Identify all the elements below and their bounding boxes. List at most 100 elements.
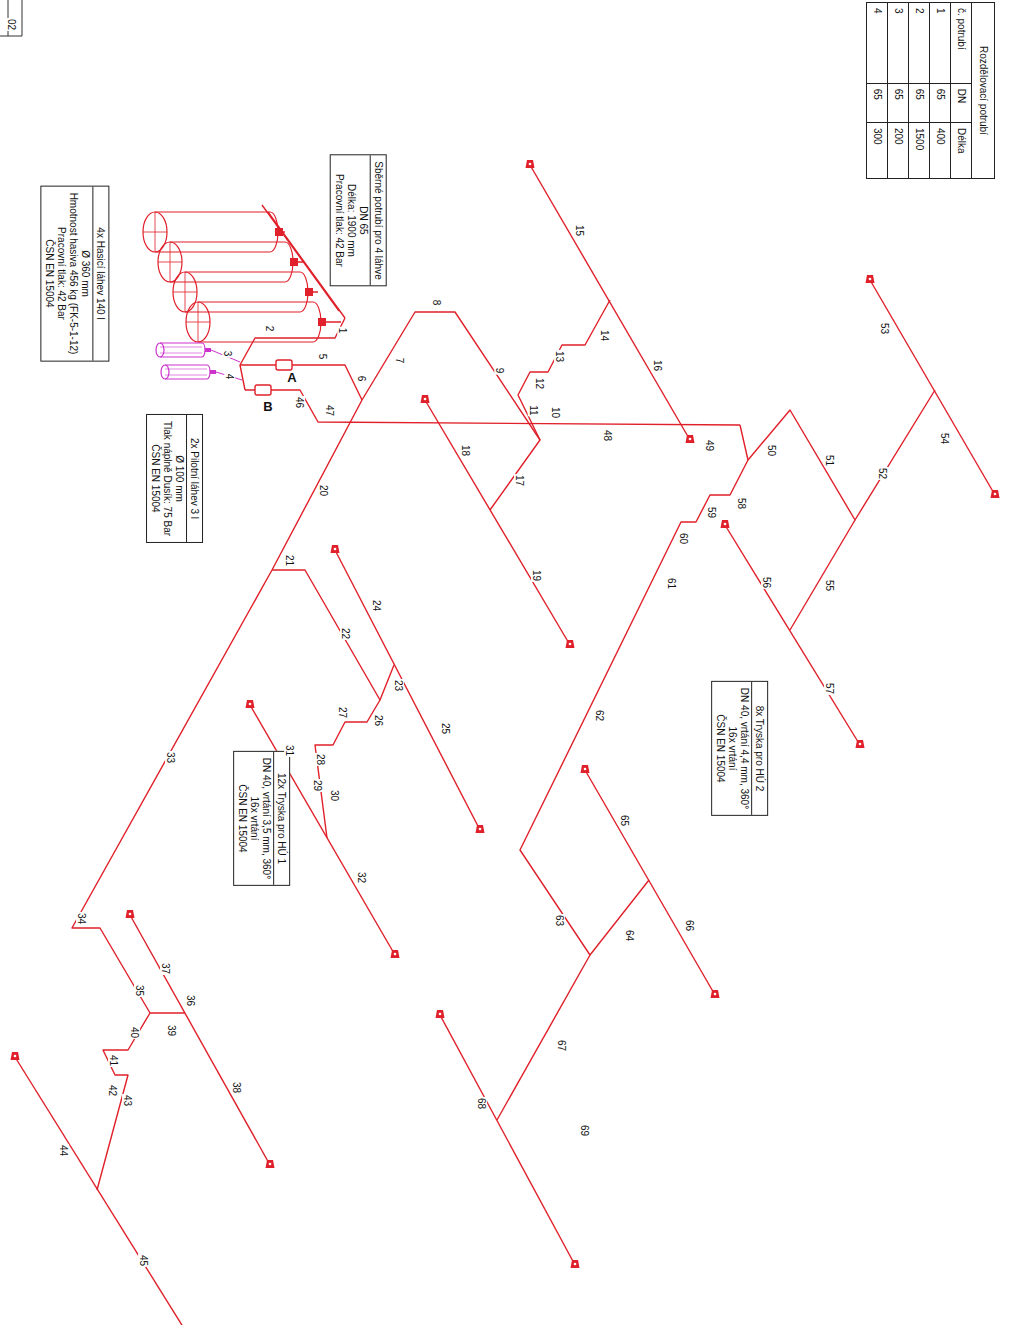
pipe-number: 50 — [767, 443, 778, 456]
pipe-number: 1 — [338, 326, 349, 334]
valve-label: B — [262, 400, 273, 414]
box-heading: 2x Pilotní láhev 3 l — [187, 414, 201, 541]
box-heading: Sběrné potrubí pro 4 láhve — [369, 155, 383, 285]
table-cell-text: 4 — [872, 8, 883, 14]
box-text: DN 40, vrtání 3,5 mm, 360° — [261, 757, 273, 878]
table-cell: 300 — [867, 122, 888, 178]
table-cell-text: 1 — [935, 8, 946, 14]
pilot-cylinders — [156, 343, 242, 380]
box-heading: 8x Tryska pro HÚ 2 — [752, 681, 766, 814]
box-heading: Rozdělovací potrubí — [971, 3, 994, 178]
table-cell: DN — [950, 83, 971, 122]
box-text: Tlak náplně Dusík: 75 Bar — [162, 420, 174, 535]
table-cell: 1500 — [908, 122, 929, 178]
table-cell: Délka — [950, 122, 971, 178]
pipe-number: 3 — [223, 349, 234, 357]
table-cell-text: 65 — [935, 88, 946, 99]
pipe-number: 40 — [130, 1025, 141, 1038]
pipe-number: 65 — [620, 813, 631, 826]
pipe-number: 30 — [330, 788, 341, 801]
pipe-number: 57 — [825, 681, 836, 694]
pipe-number: 26 — [374, 713, 385, 726]
box-text: ČSN EN 15004 — [237, 757, 249, 878]
table-cell: 65 — [867, 83, 888, 122]
table-cell-text: 65 — [914, 88, 925, 99]
spec-box: 4x Hasicí láhev 140 lØ 360 mmHmotnost ha… — [41, 185, 110, 361]
spec-box: 12x Tryska pro HÚ 1DN 40, vrtání 3,5 mm,… — [234, 750, 291, 885]
pipe-number: 19 — [532, 568, 543, 581]
table-cell: 1 — [929, 3, 950, 83]
pipe-number: 53 — [880, 321, 891, 334]
table-row: 1 65 400 — [929, 3, 950, 178]
spec-box: Sběrné potrubí pro 4 láhveDN 65Délka: 19… — [329, 154, 386, 286]
table-cell: 65 — [908, 83, 929, 122]
pipe-number: 18 — [461, 443, 472, 456]
pipe-number: 31 — [285, 743, 296, 756]
pipe-number: 14 — [600, 328, 611, 341]
table-cell: 3 — [887, 3, 908, 83]
table-cell-text: 3 — [893, 8, 904, 14]
pipe-number: 20 — [319, 483, 330, 496]
box-text: DN 40, vrtání 4,4 mm, 360° — [739, 687, 751, 808]
table-cell-text: 65 — [872, 88, 883, 99]
pipe-number: 56 — [762, 575, 773, 588]
box-text: Ø 100 mm — [174, 420, 186, 535]
box-text: Ø 360 mm — [80, 192, 92, 354]
cylinders — [143, 212, 326, 342]
pipe-number: 47 — [325, 403, 336, 416]
pipe-number: 44 — [59, 1143, 70, 1156]
pipe-number: 27 — [338, 705, 349, 718]
table-cell-text: 65 — [893, 88, 904, 99]
table-cell-text: 200 — [893, 127, 904, 144]
pipe-number: 54 — [940, 431, 951, 444]
pipes — [15, 165, 995, 1325]
pipe-number: 68 — [477, 1096, 488, 1109]
pipe-number: 5 — [318, 352, 329, 360]
nozzles — [11, 160, 1000, 1268]
table-cell-text: 1500 — [914, 127, 925, 149]
pipe-number: 17 — [515, 473, 526, 486]
pipe-number: 24 — [372, 598, 383, 611]
pipe-number: 55 — [825, 578, 836, 591]
box-text: Hmotnost hasiva 456 kg (FK-5-1-12) — [68, 192, 80, 354]
pipe-number: 67 — [557, 1038, 568, 1051]
pipe-number: 2 — [265, 324, 276, 332]
pipe-number: 29 — [313, 778, 324, 791]
pipe-number: 59 — [707, 505, 718, 518]
pipe-number: 12 — [535, 376, 546, 389]
box-text: ČSN EN 15004 — [150, 420, 162, 535]
pipe-number: 60 — [679, 531, 690, 544]
pipe-number: 25 — [441, 721, 452, 734]
table-cell: 2 — [908, 3, 929, 83]
box-text: DN 65 — [356, 161, 368, 279]
table-row: 3 65 200 — [887, 3, 908, 178]
pipe-number: 48 — [603, 428, 614, 441]
pipe-number: 46 — [295, 395, 306, 408]
table-cell-text: 300 — [872, 127, 883, 144]
table-cell: 02 — [7, 17, 18, 30]
table-row: 2 65 1500 — [908, 3, 929, 178]
pipe-number: 11 — [527, 404, 538, 416]
pipe-number: 58 — [737, 496, 748, 509]
box-text: Délka: 1900 mm — [344, 161, 356, 279]
spec-box: 2x Pilotní láhev 3 lØ 100 mmTlak náplně … — [147, 413, 204, 542]
pipe-number: 9 — [495, 366, 506, 374]
table-cell: 4 — [867, 3, 888, 83]
table-cell: 400 — [929, 122, 950, 178]
pipe-number: 10 — [551, 405, 562, 418]
box-text: ČSN EN 15004 — [715, 687, 727, 808]
pipe-number: 42 — [108, 1083, 119, 1096]
table-cell-text: 2 — [914, 8, 925, 14]
box-text: 16x vrtání — [727, 687, 739, 808]
pipe-table: Rozdělovací potrubíč. potrubíDNDélka 1 65 4… — [866, 2, 995, 179]
pipe-number: 62 — [595, 708, 606, 721]
pipe-number: 6 — [357, 374, 368, 382]
pipe-number: 23 — [394, 678, 405, 691]
pipe-number: 8 — [432, 298, 443, 306]
box-text: Pracovní tlak: 42 Bar — [56, 192, 68, 354]
pipe-number: 7 — [395, 356, 406, 364]
valve-label: A — [286, 371, 297, 385]
table-cell: č. potrubí — [950, 3, 971, 83]
table-grid: č. potrubíDNDélka16540026515003652004653… — [867, 3, 971, 178]
